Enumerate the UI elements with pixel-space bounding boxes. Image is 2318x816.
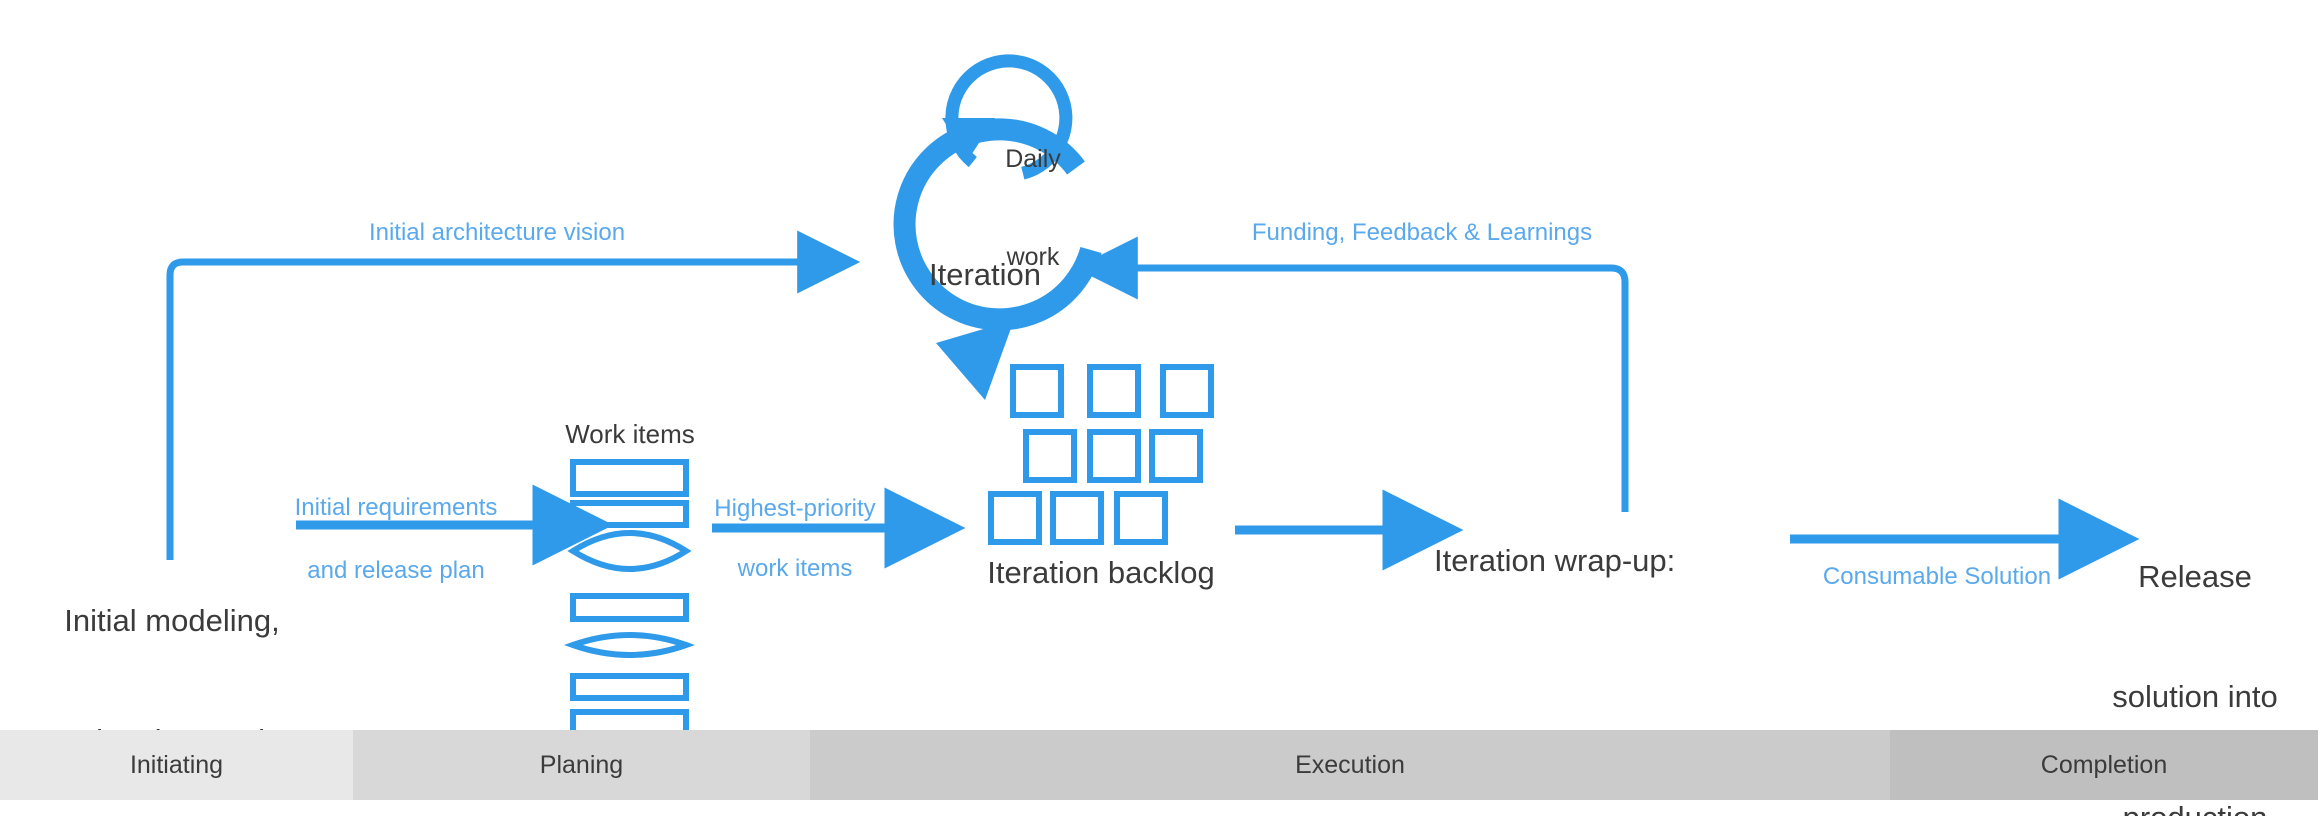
- phase-segment-execution[interactable]: Execution: [810, 730, 1890, 800]
- release-line-3: production: [2112, 798, 2277, 816]
- iteration-backlog-caption: Iteration backlog: [987, 555, 1215, 590]
- release-label: Release solution into production: [2112, 476, 2277, 816]
- initial-requirements-label-line2: and release plan: [307, 557, 485, 584]
- inception-line-1: Initial modeling,: [64, 602, 280, 638]
- work-items-stack-icon: [563, 459, 695, 740]
- phase-segment-initiating[interactable]: Initiating: [0, 730, 353, 800]
- daily-work-label: Daily work: [1005, 78, 1061, 338]
- consumable-solution-label: Consumable Solution: [1822, 563, 2052, 590]
- daily-work-line-2: work: [1006, 242, 1060, 271]
- work-items-caption: Work items: [565, 419, 695, 449]
- phase-segment-initiating-label: Initiating: [129, 750, 224, 779]
- phase-segment-planing[interactable]: Planing: [353, 730, 810, 800]
- phase-segment-execution-label: Execution: [1295, 750, 1405, 779]
- release-line-1: Release: [2138, 558, 2252, 594]
- phase-segment-completion-label: Completion: [2040, 750, 2168, 779]
- initial-requirements-label-line1: Initial requirements: [294, 494, 498, 521]
- daily-work-line-1: Daily: [1005, 145, 1061, 173]
- funding-feedback-label: Funding, Feedback & Learnings: [1251, 219, 1593, 246]
- release-line-2: solution into: [2112, 679, 2278, 715]
- iteration-wrapup-title: Iteration wrap-up:: [1434, 542, 1676, 578]
- phase-segment-planing-label: Planing: [539, 750, 624, 779]
- highest-priority-label-line2: work items: [737, 555, 853, 582]
- iteration-backlog-icon: [988, 364, 1214, 545]
- highest-priority-label-line1: Highest-priority: [714, 495, 876, 522]
- phase-segment-completion[interactable]: Completion: [1890, 730, 2318, 800]
- architecture-vision-label: Initial architecture vision: [368, 219, 626, 246]
- iteration-label: Iteration: [928, 257, 1042, 292]
- phase-bar: Initiating Planing Execution Completion: [0, 730, 2318, 800]
